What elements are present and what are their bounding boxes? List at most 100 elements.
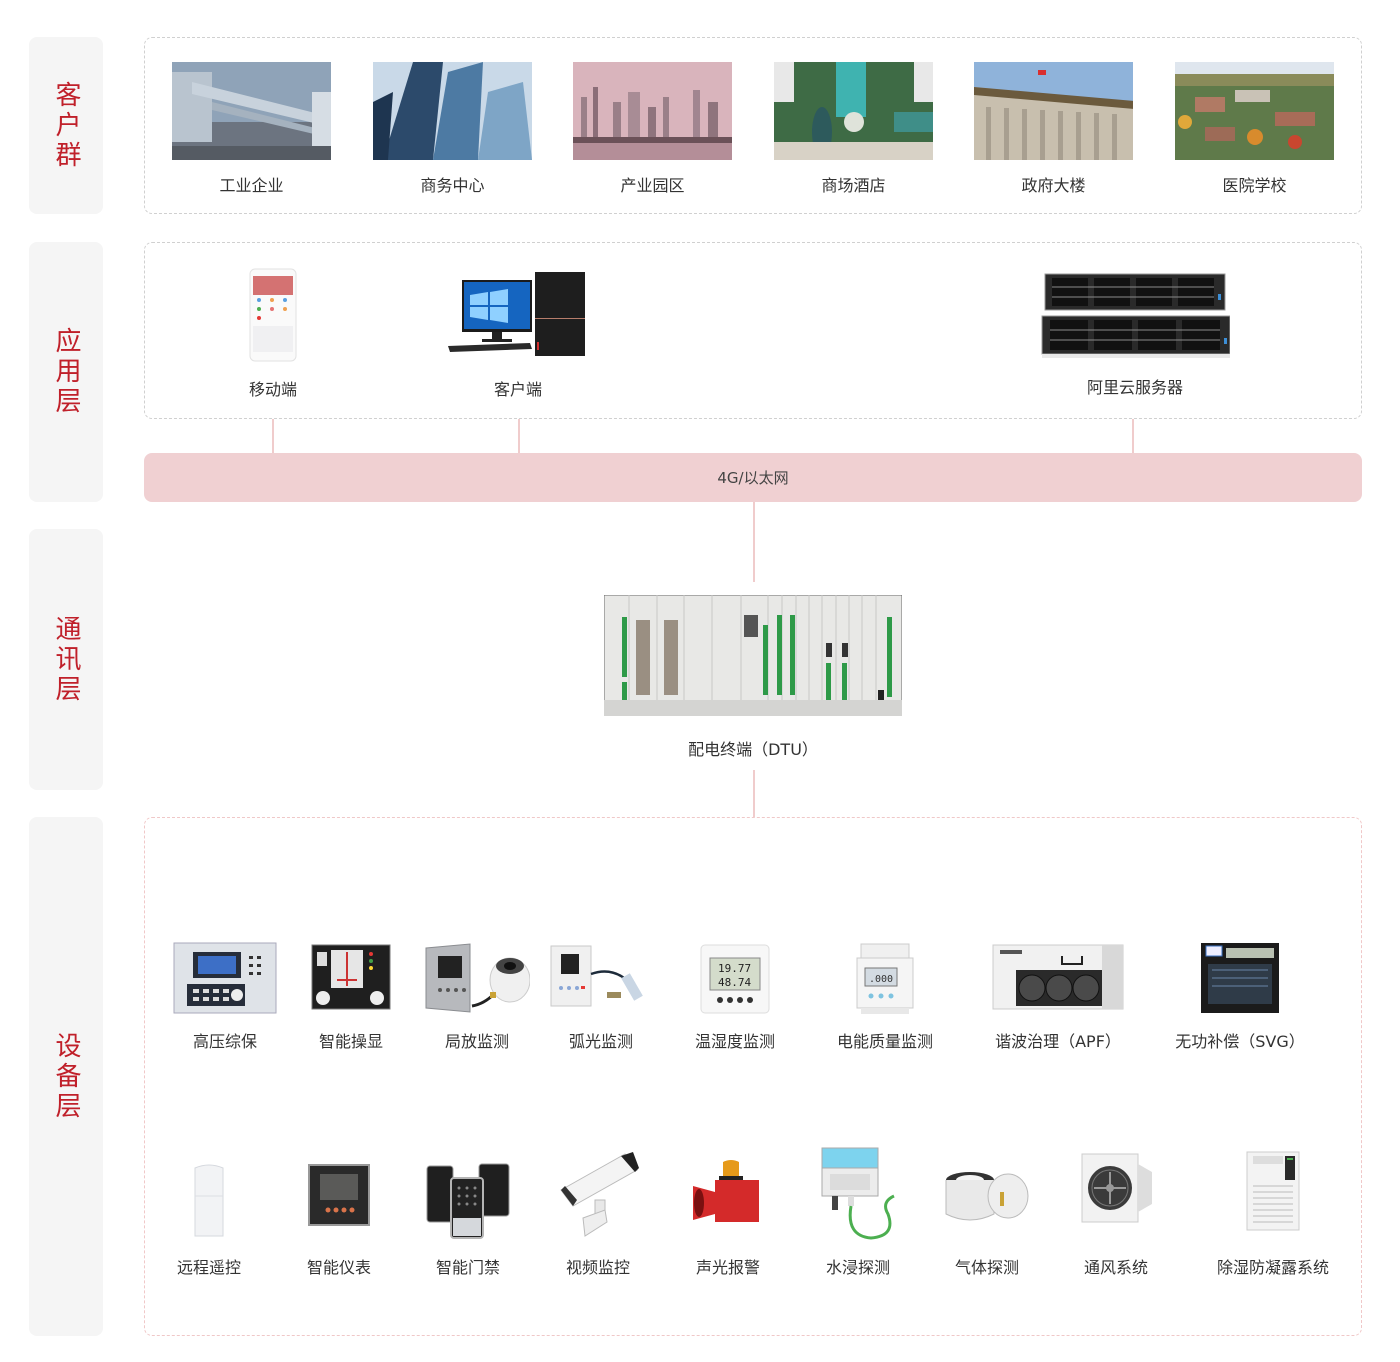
- protection-relay-icon: [173, 942, 277, 1016]
- customer-label: 商场酒店: [821, 176, 886, 195]
- gas-sensor-icon: [942, 1170, 1032, 1242]
- customer-item-industrial: 工业企业: [172, 62, 331, 196]
- ventilation-fan-icon: [1080, 1152, 1152, 1242]
- layer-label-text: 设备层: [51, 1031, 81, 1122]
- customer-label: 工业企业: [219, 176, 284, 195]
- remote-control-icon: [189, 1162, 229, 1242]
- customer-item-government: 政府大楼: [974, 62, 1133, 196]
- device-label: 智能操显: [318, 1032, 383, 1051]
- apf-unit-icon: [992, 944, 1124, 1016]
- device-label: 水浸探测: [825, 1258, 890, 1277]
- customer-item-mall-hotel: 商场酒店: [774, 62, 933, 196]
- svg-text:48.74: 48.74: [718, 976, 751, 989]
- dtu-rack-icon: [603, 594, 903, 717]
- device-label: 视频监控: [565, 1258, 630, 1277]
- svg-text:19.77: 19.77: [718, 962, 751, 975]
- app-item-cloud-server: 阿里云服务器: [1040, 272, 1231, 398]
- hotel-aerial-photo-icon: [774, 62, 933, 160]
- device-item-partial-discharge: 局放监测: [424, 942, 531, 1052]
- device-item-water-leak: 水浸探测: [816, 1146, 900, 1278]
- mobile-phone-icon: [249, 268, 297, 362]
- arc-flash-icon: [549, 944, 653, 1016]
- thermo-hygrometer-icon: 19.77 48.74: [700, 944, 770, 1016]
- network-bar: 4G/以太网: [144, 453, 1362, 502]
- device-label: 除湿防凝露系统: [1216, 1258, 1329, 1277]
- dehumidifier-icon: [1245, 1150, 1301, 1242]
- cctv-camera-icon: [555, 1150, 641, 1242]
- power-quality-meter-icon: .000: [855, 942, 915, 1016]
- app-label: 移动端: [248, 380, 297, 399]
- device-label: 无功补偿（SVG）: [1175, 1032, 1305, 1051]
- layer-label-communication: 通讯层: [29, 529, 103, 790]
- device-label: 谐波治理（APF）: [995, 1032, 1121, 1051]
- customer-label: 政府大楼: [1021, 176, 1086, 195]
- layer-label-application: 应用层: [29, 242, 103, 502]
- device-label: 弧光监测: [568, 1032, 633, 1051]
- customer-label: 医院学校: [1222, 176, 1287, 195]
- application-panel: [144, 242, 1362, 419]
- desktop-computer-icon: [448, 270, 588, 362]
- device-item-temp-humidity: 19.77 48.74 温湿度监测: [690, 944, 780, 1052]
- smart-meter-icon: [308, 1164, 370, 1242]
- office-tower-photo-icon: [373, 62, 532, 160]
- svg-text:.000: .000: [869, 974, 893, 985]
- factory-photo-icon: [172, 62, 331, 160]
- layer-label-customers: 客户群: [29, 37, 103, 214]
- customers-panel: [144, 37, 1362, 214]
- device-item-smart-display: 智能操显: [308, 944, 394, 1052]
- water-leak-sensor-icon: [816, 1146, 900, 1242]
- device-label: 智能仪表: [306, 1258, 371, 1277]
- customer-item-industrial-park: 产业园区: [573, 62, 732, 196]
- device-item-remote-control: 远程遥控: [168, 1162, 250, 1278]
- app-item-mobile: 移动端: [223, 268, 323, 400]
- connector-network-dtu: [753, 502, 755, 582]
- svg-unit-icon: [1200, 942, 1280, 1016]
- device-label: 远程遥控: [176, 1258, 241, 1277]
- device-item-smart-meter: 智能仪表: [298, 1164, 380, 1278]
- device-item-power-quality: .000 电能质量监测: [830, 942, 940, 1052]
- city-skyline-photo-icon: [573, 62, 732, 160]
- layer-label-device: 设备层: [29, 817, 103, 1336]
- campus-aerial-photo-icon: [1175, 62, 1334, 160]
- device-item-dehumidifier: 除湿防凝露系统: [1205, 1150, 1341, 1278]
- device-item-apf: 谐波治理（APF）: [988, 944, 1128, 1052]
- siren-alarm-icon: [693, 1160, 763, 1242]
- connector-dtu-devices: [753, 770, 755, 817]
- connector-mobile: [272, 419, 274, 453]
- device-label: 声光报警: [695, 1258, 760, 1277]
- device-label: 通风系统: [1083, 1258, 1148, 1277]
- app-label: 客户端: [493, 380, 542, 399]
- layer-label-text: 应用层: [51, 327, 81, 417]
- device-item-svg: 无功补偿（SVG）: [1170, 942, 1310, 1052]
- customer-label: 商务中心: [420, 176, 485, 195]
- device-label: 智能门禁: [435, 1258, 500, 1277]
- device-item-access-control: 智能门禁: [425, 1160, 511, 1278]
- app-item-client: 客户端: [448, 270, 588, 400]
- device-item-ventilation: 通风系统: [1076, 1152, 1156, 1278]
- device-label: 气体探测: [954, 1258, 1019, 1277]
- partial-discharge-icon: [424, 942, 531, 1016]
- connector-client: [518, 419, 520, 453]
- device-item-siren: 声光报警: [686, 1160, 770, 1278]
- access-control-icon: [425, 1160, 511, 1242]
- customer-item-business: 商务中心: [373, 62, 532, 196]
- device-label: 电能质量监测: [836, 1032, 933, 1051]
- rack-server-icon: [1040, 272, 1231, 362]
- layer-label-text: 通讯层: [51, 614, 81, 705]
- device-item-cctv: 视频监控: [555, 1150, 641, 1278]
- app-label: 阿里云服务器: [1086, 378, 1183, 397]
- smart-display-icon: [311, 944, 391, 1016]
- device-panel: [144, 817, 1362, 1336]
- device-label: 高压综保: [192, 1032, 257, 1051]
- dtu-label: 配电终端（DTU）: [688, 740, 818, 759]
- dtu-device: 配电终端（DTU）: [603, 594, 903, 760]
- network-label: 4G/以太网: [717, 469, 789, 487]
- device-item-gas-sensor: 气体探测: [944, 1170, 1030, 1278]
- device-item-arc-flash: 弧光监测: [550, 944, 644, 1052]
- device-label: 局放监测: [444, 1032, 509, 1051]
- government-building-photo-icon: [974, 62, 1133, 160]
- connector-server: [1132, 419, 1134, 453]
- device-label: 温湿度监测: [694, 1032, 775, 1051]
- customer-label: 产业园区: [620, 176, 685, 195]
- device-item-hv-protection: 高压综保: [172, 942, 278, 1052]
